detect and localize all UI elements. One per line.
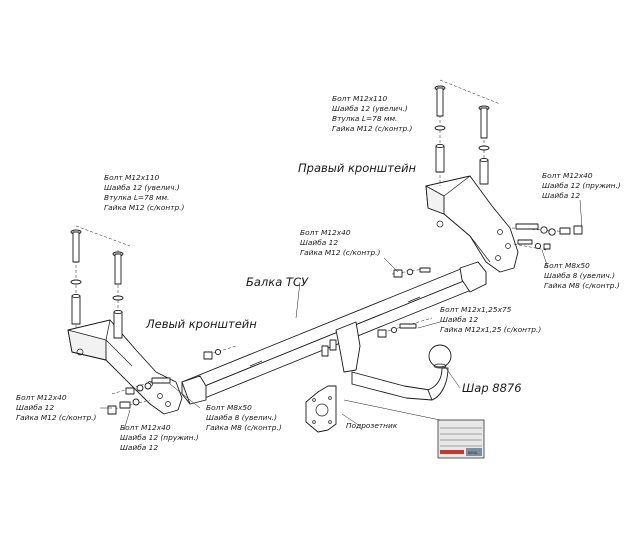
right-bracket [425,175,519,273]
rb2-line-2: Шайба 8 (увелич.) [544,271,615,280]
bb-line-2: Шайба 12 [300,238,338,247]
rb1-line-3: Шайба 12 [542,191,580,200]
tr-line-1: Болт М12х110 [332,94,388,103]
right-top-bolts [434,79,501,186]
bl-line-1: Болт М12х1,25х75 [440,305,512,314]
right-bolt-m8x50-list: Болт М8х50 Шайба 8 (увелич.) Гайка М8 (с… [544,261,620,290]
left-bracket-label: Левый кронштейн [145,317,257,331]
tr-line-2: Шайба 12 (увелич.) [332,104,408,113]
socket-plate-label: Подрозетник [346,421,398,430]
right-side-bolts [511,223,583,251]
bb-line-3: Гайка М12 (с/контр.) [300,248,381,257]
ball-label: Шар 8876 [462,381,522,395]
rb2-line-3: Гайка М8 (с/контр.) [544,281,620,290]
product-plate: BOSAL [437,419,485,459]
ball-mount [321,317,452,401]
tr-line-3: Втулка L=78 мм. [332,114,397,123]
lba-line-3: Гайка М12 (с/контр.) [16,413,97,422]
lbc-line-2: Шайба 8 (увелич.) [206,413,277,422]
ball-bolt-list: Болт М12х1,25х75 Шайба 12 Гайка М12х1,25… [440,305,541,334]
top-right-fastener-list: Болт М12х110 Шайба 12 (увелич.) Втулка L… [332,94,413,133]
leader-lines [100,199,583,431]
beam-bolt-m12x40 [391,267,431,278]
lbc-line-1: Болт М8х50 [206,403,252,412]
lbc-line-3: Гайка М8 (с/контр.) [206,423,282,432]
lbb-line-1: Болт М12х40 [120,423,171,432]
top-left-fastener-list: Болт М12х110 Шайба 12 (увелич.) Втулка L… [104,173,185,212]
bl-line-3: Гайка М12х1,25 (с/контр.) [440,325,541,334]
bl-line-2: Шайба 12 [440,315,478,324]
rb1-line-2: Шайба 12 (пружин.) [542,181,621,190]
left-top-bolts [70,225,131,339]
left-bottom-list-b: Болт М12х40 Шайба 12 (пружин.) Шайба 12 [120,423,199,452]
left-bracket [67,319,183,415]
lba-line-1: Болт М12х40 [16,393,67,402]
left-bottom-list-a: Болт М12х40 Шайба 12 Гайка М12 (с/контр.… [16,393,97,422]
lbb-line-3: Шайба 12 [120,443,158,452]
tl-line-1: Болт М12х110 [104,173,160,182]
tl-line-2: Шайба 12 (увелич.) [104,183,180,192]
lba-line-2: Шайба 12 [16,403,54,412]
rb2-line-1: Болт М8х50 [544,261,590,270]
right-bracket-label: Правый кронштейн [298,161,417,175]
tl-line-3: Втулка L=78 мм. [104,193,169,202]
bb-line-1: Болт М12х40 [300,228,351,237]
socket-plate [305,385,337,433]
rb1-line-1: Болт М12х40 [542,171,593,180]
right-bolt-m12x40-list: Болт М12х40 Шайба 12 (пружин.) Шайба 12 [542,171,621,200]
lbb-line-2: Шайба 12 (пружин.) [120,433,199,442]
left-bottom-list-c: Болт М8х50 Шайба 8 (увелич.) Гайка М8 (с… [206,403,282,432]
beam-bolt-list: Болт М12х40 Шайба 12 Гайка М12 (с/контр.… [300,228,381,257]
beam-label: Балка ТСУ [246,275,309,289]
plate-brand-text: BOSAL [468,451,478,455]
left-bottom-bolts [107,377,171,415]
tr-line-4: Гайка М12 (с/контр.) [332,124,413,133]
left-beam-bolts [203,345,237,360]
tl-line-4: Гайка М12 (с/контр.) [104,203,185,212]
